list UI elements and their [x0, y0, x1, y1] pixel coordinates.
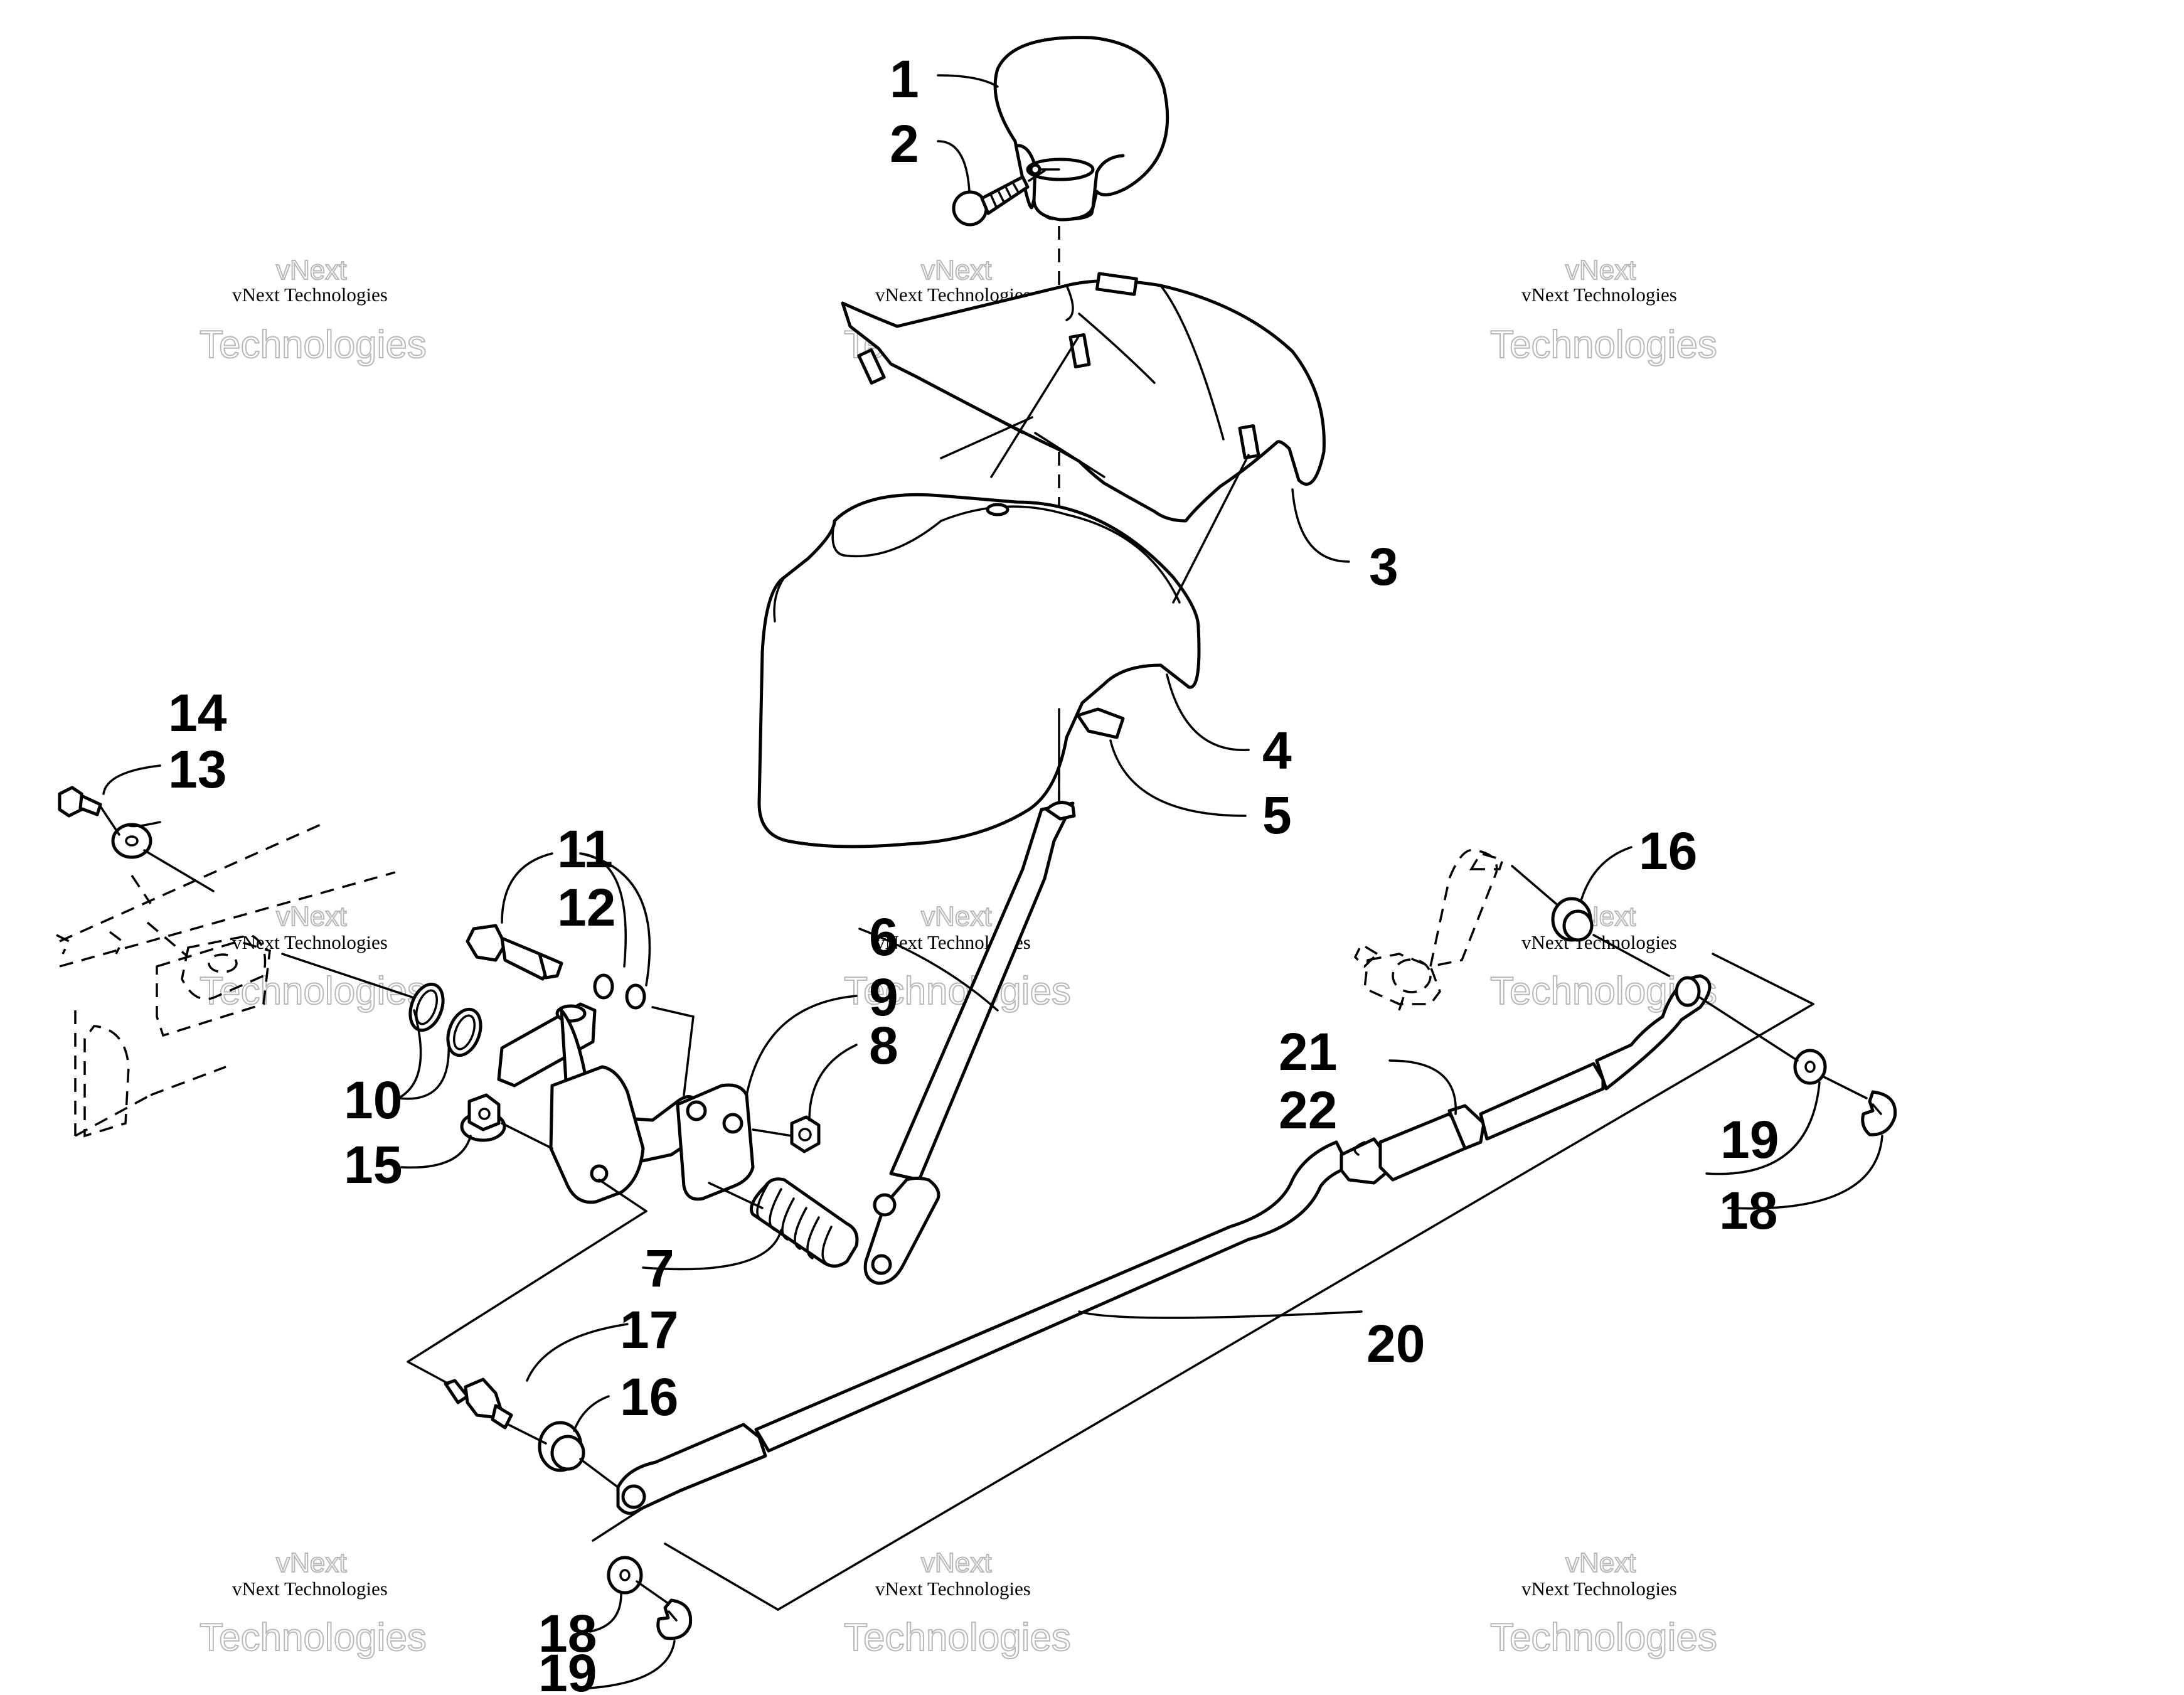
- transmission-arm-phantom: [1353, 848, 1505, 1011]
- callout-15: 15: [344, 1135, 402, 1194]
- callout-9: 9: [869, 968, 898, 1027]
- callout-16-lower: 16: [620, 1367, 678, 1426]
- small-o-rings: [593, 973, 646, 1010]
- callout-19-right: 19: [1720, 1110, 1779, 1169]
- callout-5: 5: [1262, 786, 1292, 845]
- frame-bracket-phantom: [56, 821, 396, 1138]
- svg-text:Technologies: Technologies: [844, 1616, 1071, 1659]
- callout-7: 7: [645, 1239, 674, 1298]
- svg-text:Technologies: Technologies: [200, 323, 427, 366]
- svg-text:vNext: vNext: [1565, 255, 1636, 286]
- bushing-16-lower: [538, 1421, 585, 1472]
- callout-11: 11: [557, 820, 613, 879]
- callout-16-upper: 16: [1639, 821, 1697, 880]
- svg-text:Technologies: Technologies: [1490, 1616, 1717, 1659]
- callout-4: 4: [1262, 721, 1292, 780]
- callout-3: 3: [1369, 537, 1398, 596]
- shift-rod: [616, 1140, 1351, 1515]
- callout-19-lower: 19: [538, 1644, 597, 1695]
- jam-nut-22: [1340, 1137, 1387, 1185]
- callout-12: 12: [557, 878, 615, 937]
- lower-console-cover: [757, 493, 1201, 848]
- watermark-top-right: vNext vNext Technologies Technologies: [1489, 254, 1718, 367]
- callout-14: 14: [168, 683, 227, 742]
- svg-text:vNext: vNext: [921, 255, 991, 286]
- svg-text:Technologies: Technologies: [844, 970, 1071, 1013]
- svg-text:Technologies: Technologies: [1490, 323, 1717, 366]
- mount-washer: [111, 823, 152, 859]
- flange-nut-15: [460, 1093, 506, 1142]
- svg-text:vNext: vNext: [921, 1548, 991, 1578]
- watermark-bottom-center: vNext vNext Technologies Technologies: [843, 1547, 1072, 1660]
- o-rings: [408, 982, 482, 1057]
- washer-19-right: [1793, 1049, 1827, 1085]
- watermark-mid-left: vNext vNext Technologies Technologies: [199, 901, 427, 1013]
- adjuster-sleeve-21: [1378, 1062, 1605, 1182]
- washer-18-lower: [607, 1556, 643, 1595]
- svg-text:vNext: vNext: [921, 901, 991, 932]
- svg-text:vNext Technologies: vNext Technologies: [232, 931, 388, 953]
- callout-2: 2: [890, 114, 919, 173]
- svg-text:vNext: vNext: [276, 901, 346, 932]
- callout-22: 22: [1279, 1081, 1337, 1140]
- e-clip-19-lower: [656, 1598, 693, 1640]
- svg-text:Technologies: Technologies: [200, 970, 427, 1013]
- watermark-bottom-right: vNext vNext Technologies Technologies: [1489, 1547, 1718, 1660]
- shift-fitting: [466, 924, 563, 981]
- watermark-bottom-left: vNext vNext Technologies Technologies: [199, 1547, 427, 1660]
- assembly-lines: [99, 168, 1868, 1611]
- callout-18-lower: 18: [538, 1604, 597, 1663]
- callout-13: 13: [168, 740, 226, 799]
- e-clip-18-right: [1861, 1090, 1897, 1136]
- svg-text:vNext Technologies: vNext Technologies: [1521, 931, 1677, 953]
- svg-text:vNext: vNext: [1565, 1548, 1636, 1578]
- svg-text:vNext Technologies: vNext Technologies: [1521, 1578, 1677, 1600]
- shift-lever: [863, 801, 1076, 1285]
- svg-text:vNext: vNext: [276, 255, 346, 286]
- svg-text:vNext Technologies: vNext Technologies: [875, 1578, 1031, 1600]
- bushing-16-upper: [1551, 897, 1594, 942]
- knob-screw: [952, 169, 1046, 227]
- svg-text:vNext Technologies: vNext Technologies: [232, 284, 388, 306]
- svg-text:vNext: vNext: [276, 1548, 346, 1578]
- shift-bushing: [1076, 707, 1125, 739]
- mount-bolt: [58, 786, 102, 818]
- callout-8: 8: [869, 1016, 898, 1075]
- svg-text:Technologies: Technologies: [200, 1616, 427, 1659]
- lever-nut: [790, 1115, 821, 1153]
- ball-stud: [444, 1377, 513, 1430]
- callout-17: 17: [620, 1300, 678, 1359]
- shift-arm-bracket: [497, 1002, 755, 1204]
- callout-1: 1: [890, 50, 919, 109]
- callout-10: 10: [344, 1071, 402, 1130]
- watermark-top-left: vNext vNext Technologies Technologies: [199, 254, 427, 367]
- rod-end-upper: [1595, 974, 1712, 1091]
- callout-18-right: 18: [1719, 1181, 1777, 1240]
- callout-21: 21: [1279, 1022, 1337, 1081]
- callout-labels: 1 2 3 4 5 6 9 8 7 10 11 12 13 14 15 16 1…: [168, 50, 1779, 1695]
- svg-text:vNext Technologies: vNext Technologies: [232, 1578, 388, 1600]
- upper-console-cover: [841, 272, 1326, 523]
- leader-lines: [102, 74, 1883, 1689]
- svg-text:vNext Technologies: vNext Technologies: [1521, 284, 1677, 306]
- callout-6: 6: [869, 907, 898, 966]
- return-spring: [750, 1177, 859, 1268]
- callout-20: 20: [1366, 1314, 1425, 1373]
